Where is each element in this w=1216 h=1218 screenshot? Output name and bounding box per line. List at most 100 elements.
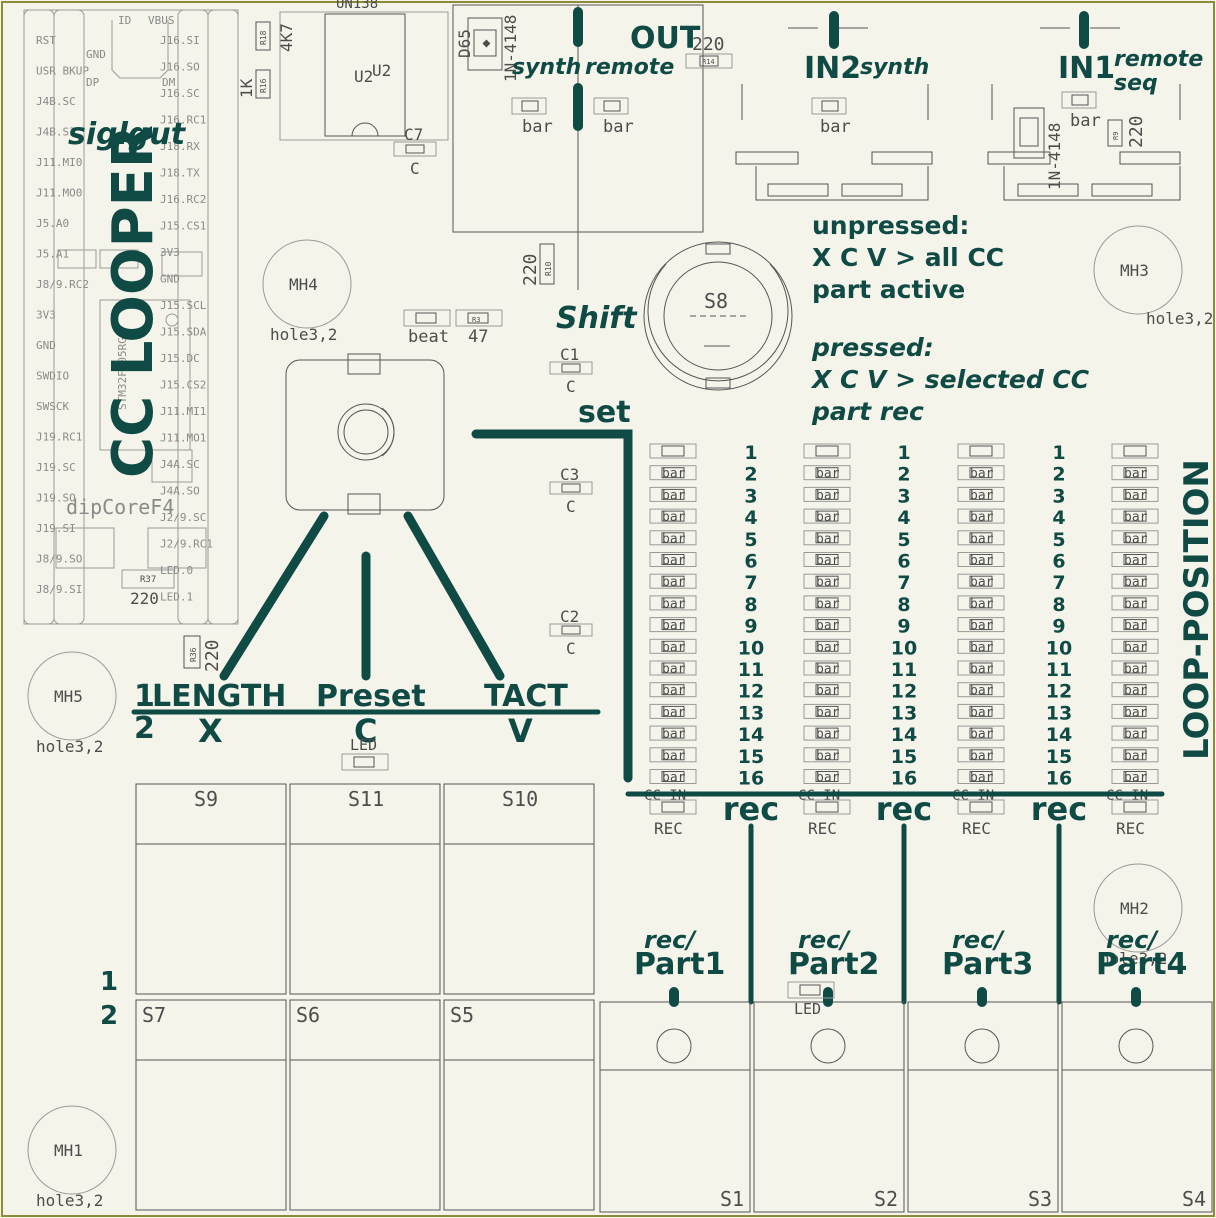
svg-text:hole3,2: hole3,2 <box>1146 309 1213 328</box>
grid-switch-top-0[interactable]: S9 <box>135 783 287 995</box>
loop-number: 10 <box>1046 637 1072 659</box>
in1-remote: remote <box>1114 47 1203 72</box>
loop-led-label: bar <box>816 684 840 699</box>
svg-text:hole3,2: hole3,2 <box>270 325 337 344</box>
mount-hole-mh4: MH4 hole3,2 <box>262 239 352 344</box>
svg-text:beat: beat <box>408 327 449 347</box>
svg-text:X C V > all CC: X C V > all CC <box>812 243 1004 272</box>
loop-led-label: bar <box>816 749 840 764</box>
loop-led: bar <box>649 530 697 547</box>
svg-text:U2: U2 <box>372 61 391 80</box>
loop-led-label: bar <box>970 467 994 482</box>
loop-led-label: bar <box>970 510 994 525</box>
mount-hole-mh5: MH5 hole3,2 <box>27 651 117 756</box>
encoder-labels: 1 LENGTH Preset TACT 2 X C V <box>131 679 601 750</box>
encoder-leg-left <box>219 511 329 681</box>
grid-switch-bottom-0[interactable]: S7 <box>135 999 287 1211</box>
shift-switch[interactable]: S8 <box>643 241 793 391</box>
loop-number: 6 <box>897 551 910 573</box>
mcu-right-pin: J16.SI <box>160 34 200 47</box>
part-switch-ref: S1 <box>720 1187 744 1211</box>
svg-text:C1: C1 <box>560 345 579 364</box>
grid-switch-top-2[interactable]: S10 <box>443 783 595 995</box>
loop-led: bar <box>649 595 697 612</box>
loop-led-label: bar <box>970 554 994 569</box>
loop-number: 12 <box>891 681 917 703</box>
part-button-2[interactable]: S2 <box>753 987 905 1213</box>
mcu-left-pin: 3V3 <box>36 309 56 322</box>
svg-text:Preset: Preset <box>316 679 426 714</box>
grid-switch-bottom-2[interactable]: S5 <box>443 999 595 1211</box>
loop-led-label: bar <box>662 771 686 786</box>
r14-value: 220 <box>692 34 725 55</box>
loop-led: bar <box>957 703 1005 720</box>
r37-value: 220 <box>130 589 159 608</box>
grid-switch-top-1[interactable]: S11 <box>289 783 441 995</box>
loop-number: 9 <box>897 616 910 638</box>
part-rec-label: rec/ <box>952 926 1005 954</box>
loop-number: 12 <box>1046 681 1072 703</box>
mcu-left-pin: J4B.SC <box>36 95 76 108</box>
in1-bar: bar <box>1070 111 1101 131</box>
loop-position-label: LOOP-POSITION <box>1177 459 1216 760</box>
loop-led: bar <box>803 747 851 764</box>
loop-number: 3 <box>1052 485 1065 507</box>
svg-text:C7: C7 <box>404 125 423 144</box>
shift-label: Shift <box>556 301 638 336</box>
loop-led-label: bar <box>816 727 840 742</box>
loop-led: bar <box>1111 573 1159 590</box>
loop-led-label: bar <box>816 640 840 655</box>
svg-text:hole3,2: hole3,2 <box>36 737 103 756</box>
loop-led: bar <box>649 552 697 569</box>
loop-number: 2 <box>1052 464 1065 486</box>
loop-led-label: bar <box>1124 532 1148 547</box>
r9-value: 220 <box>1126 115 1147 148</box>
part-rec-label: rec/ <box>644 926 697 954</box>
mcu-left-pin: J11.MO0 <box>36 187 82 200</box>
svg-text:220: 220 <box>202 639 223 672</box>
loop-number: 6 <box>1052 551 1065 573</box>
led-column-2: barbarbarbarbarbarbarbarbarbarbarbarbarb… <box>798 443 851 838</box>
loop-led: bar <box>1111 552 1159 569</box>
loop-led <box>957 443 1005 459</box>
svg-text:LED: LED <box>350 736 377 754</box>
loop-led: bar <box>957 530 1005 547</box>
loop-led-label: bar <box>1124 684 1148 699</box>
mount-hole-mh3: MH3 hole3,2 <box>1093 225 1213 328</box>
svg-text:hole3,2: hole3,2 <box>36 1191 103 1210</box>
part-name-label: Part2 <box>788 947 879 982</box>
part-button-1[interactable]: S1 <box>599 987 751 1213</box>
rec-led <box>957 799 1005 815</box>
loop-number: 5 <box>1052 529 1065 551</box>
mount-hole-mh1: MH1 hole3,2 <box>27 1105 117 1210</box>
loop-led-label: bar <box>1124 575 1148 590</box>
mcu-top-label-dm: DM <box>162 76 176 89</box>
mcu-left-pin: J5.A0 <box>36 217 69 230</box>
part-button-3[interactable]: S3 <box>907 987 1059 1213</box>
r18-resistor: R18 4K7 <box>255 21 296 52</box>
mcu-top-label-vbus: VBUS <box>148 14 175 27</box>
loop-number: 8 <box>1052 594 1065 616</box>
part-led: LED <box>787 981 835 1018</box>
c2-capacitor: C2 C <box>549 607 593 658</box>
loop-led: bar <box>957 573 1005 590</box>
loop-led-label: bar <box>970 771 994 786</box>
mcu-right-pin: J15.CS1 <box>160 220 206 233</box>
loop-number: 1 <box>897 442 910 464</box>
loop-led-label: bar <box>662 662 686 677</box>
svg-text:220: 220 <box>520 253 541 286</box>
loop-number: 4 <box>744 507 757 529</box>
loop-number: 14 <box>891 724 917 746</box>
set-label: set <box>578 395 631 430</box>
encoder[interactable] <box>285 353 445 515</box>
loop-led: bar <box>649 682 697 699</box>
loop-number: 4 <box>897 507 910 529</box>
svg-text:R3: R3 <box>472 316 480 324</box>
rec-small-label: REC <box>962 819 991 838</box>
loop-led: bar <box>803 617 851 634</box>
part-button-4[interactable]: S4 <box>1061 987 1213 1213</box>
grid-switch-bottom-1[interactable]: S6 <box>289 999 441 1211</box>
